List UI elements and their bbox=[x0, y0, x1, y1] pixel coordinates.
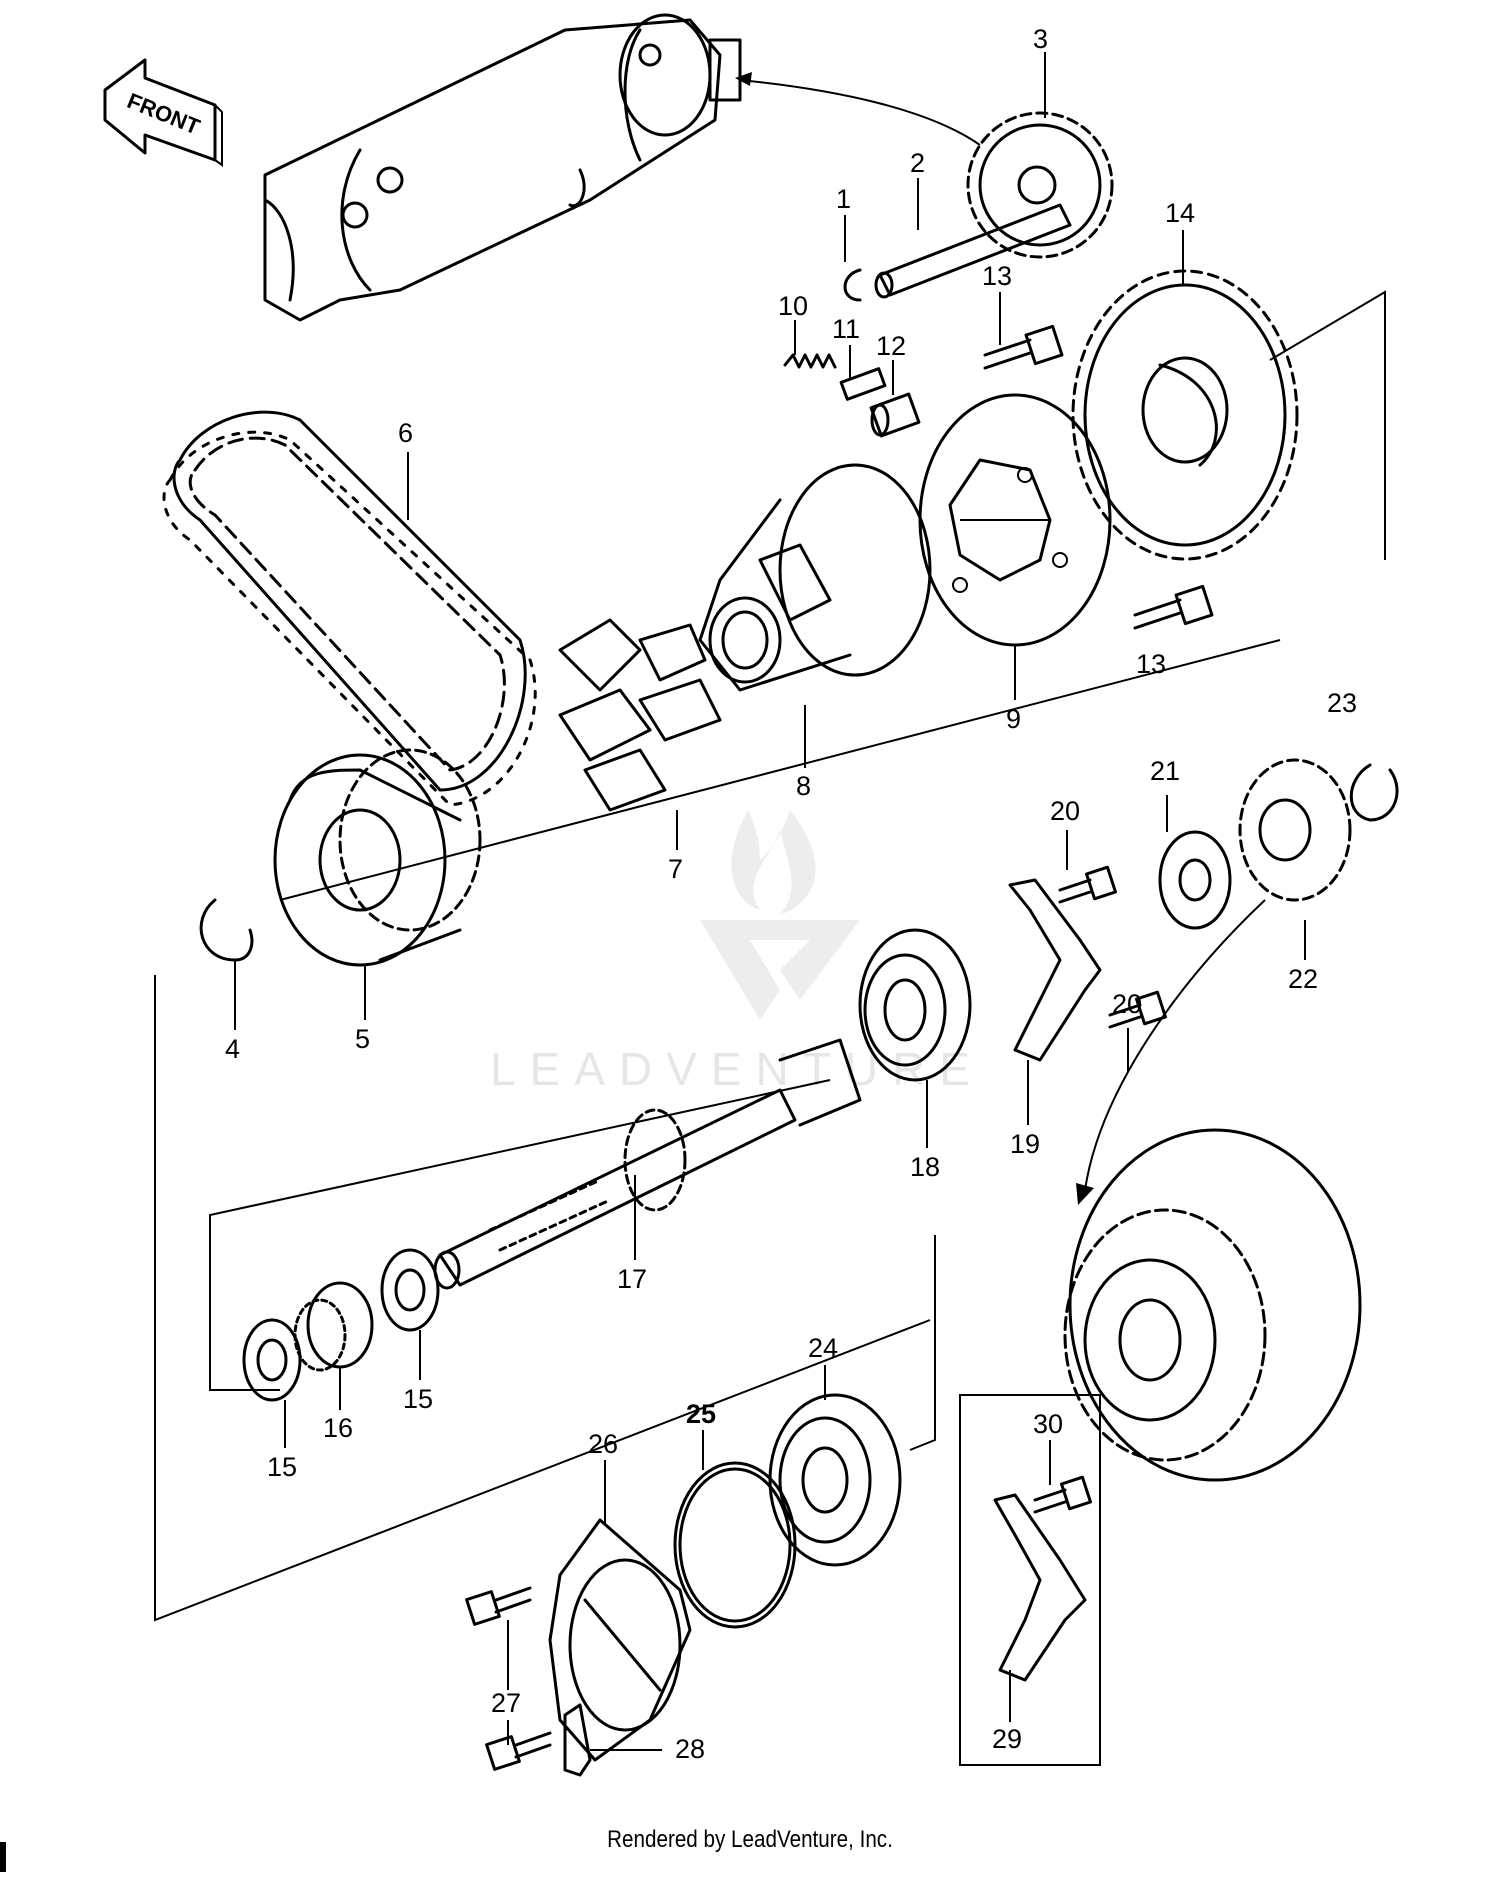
frame-line-right bbox=[909, 1235, 936, 1451]
part-1-circlip bbox=[843, 268, 862, 302]
callout-29: 29 bbox=[992, 1724, 1022, 1754]
parts-29-30-box bbox=[959, 1394, 1101, 1766]
callout-13-lower: 13 bbox=[1136, 649, 1166, 679]
part-15-washer-left bbox=[242, 1318, 302, 1402]
part-13-bolt-upper bbox=[983, 324, 1064, 370]
callout-1: 1 bbox=[836, 184, 851, 214]
callouts: 3 2 1 14 13 10 11 12 6 13 9 8 7 23 21 20… bbox=[225, 24, 1357, 1764]
callout-2: 2 bbox=[910, 148, 925, 178]
callout-10: 10 bbox=[778, 291, 808, 321]
callout-6: 6 bbox=[398, 418, 413, 448]
frame-line-shaft bbox=[209, 1079, 831, 1391]
part-17-shaft bbox=[433, 1038, 862, 1290]
callout-20-upper: 20 bbox=[1050, 796, 1080, 826]
part-7-damper bbox=[558, 618, 722, 812]
part-19-plate bbox=[1008, 878, 1102, 1062]
part-14-large-sprocket bbox=[1071, 269, 1299, 561]
callout-3: 3 bbox=[1033, 24, 1048, 54]
edge-mark bbox=[0, 1842, 6, 1872]
leader-lines bbox=[234, 52, 1306, 1751]
frame-line-left bbox=[154, 975, 931, 1622]
callout-26: 26 bbox=[588, 1429, 618, 1459]
part-5-gear bbox=[273, 748, 482, 967]
part-22-sprocket bbox=[1238, 758, 1352, 902]
part-20-screw-upper bbox=[1058, 865, 1117, 904]
callout-17: 17 bbox=[617, 1264, 647, 1294]
callout-9: 9 bbox=[1006, 704, 1021, 734]
front-direction-arrow: FRONT bbox=[103, 58, 223, 167]
callout-12: 12 bbox=[876, 331, 906, 361]
part-30-screw bbox=[1033, 1475, 1092, 1514]
callout-13-upper: 13 bbox=[982, 261, 1012, 291]
callout-8: 8 bbox=[796, 771, 811, 801]
part-9-clutch-housing bbox=[918, 393, 1112, 647]
callout-4: 4 bbox=[225, 1034, 240, 1064]
callout-15-left: 15 bbox=[267, 1452, 297, 1482]
callout-5: 5 bbox=[355, 1024, 370, 1054]
part-27-bolt-upper bbox=[465, 1586, 532, 1626]
part-21-washer bbox=[1158, 830, 1232, 930]
part-16-needle-bearing bbox=[293, 1281, 374, 1372]
part-27-bolt-lower bbox=[485, 1731, 552, 1771]
sprocket-to-clutch-arrow bbox=[1084, 899, 1266, 1191]
callout-14: 14 bbox=[1165, 198, 1195, 228]
callout-21: 21 bbox=[1150, 756, 1180, 786]
part-12-roller bbox=[869, 392, 921, 438]
callout-7: 7 bbox=[668, 854, 683, 884]
callout-16: 16 bbox=[323, 1413, 353, 1443]
part-2-shaft bbox=[874, 203, 1072, 299]
frame-line-diagonal bbox=[279, 639, 1281, 901]
callout-27: 27 bbox=[491, 1688, 521, 1718]
part-4-circlip bbox=[199, 898, 254, 962]
part-26-cap bbox=[548, 1518, 692, 1762]
part-18-bearing bbox=[858, 928, 972, 1082]
callout-20-lower: 20 bbox=[1112, 989, 1142, 1019]
footer-credit: Rendered by LeadVenture, Inc. bbox=[607, 1826, 893, 1853]
callout-23: 23 bbox=[1327, 688, 1357, 718]
watermark-text: LEADVENTURE bbox=[490, 1043, 984, 1095]
callout-30: 30 bbox=[1033, 1409, 1063, 1439]
callout-11: 11 bbox=[832, 314, 860, 344]
clutch-housing bbox=[1063, 1128, 1362, 1482]
callout-15-right: 15 bbox=[403, 1384, 433, 1414]
callout-22: 22 bbox=[1288, 964, 1318, 994]
part-23-circlip bbox=[1349, 763, 1399, 822]
starter-to-sprocket-arrow bbox=[739, 79, 981, 146]
part-3-starter-sprocket bbox=[966, 111, 1114, 259]
part-20-screw-lower bbox=[1108, 990, 1167, 1029]
callout-25: 25 bbox=[686, 1399, 716, 1429]
callout-19: 19 bbox=[1010, 1129, 1040, 1159]
callout-24: 24 bbox=[808, 1333, 838, 1363]
callout-18: 18 bbox=[910, 1152, 940, 1182]
part-28-clip bbox=[563, 1703, 592, 1777]
part-10-spring bbox=[783, 353, 837, 369]
part-13-bolt-lower bbox=[1133, 584, 1214, 630]
part-15-washer-right bbox=[380, 1248, 440, 1332]
frame-line-part14 bbox=[1269, 290, 1386, 560]
part-11-pin bbox=[839, 367, 887, 401]
part-29-plate bbox=[993, 1493, 1087, 1682]
part-6-chain bbox=[162, 410, 537, 807]
part-8-clutch-hub bbox=[698, 463, 932, 692]
watermark: LEADVENTURE bbox=[490, 810, 984, 1095]
part-25-o-ring bbox=[673, 1461, 797, 1629]
starter-motor bbox=[263, 13, 742, 322]
callout-28: 28 bbox=[675, 1734, 705, 1764]
